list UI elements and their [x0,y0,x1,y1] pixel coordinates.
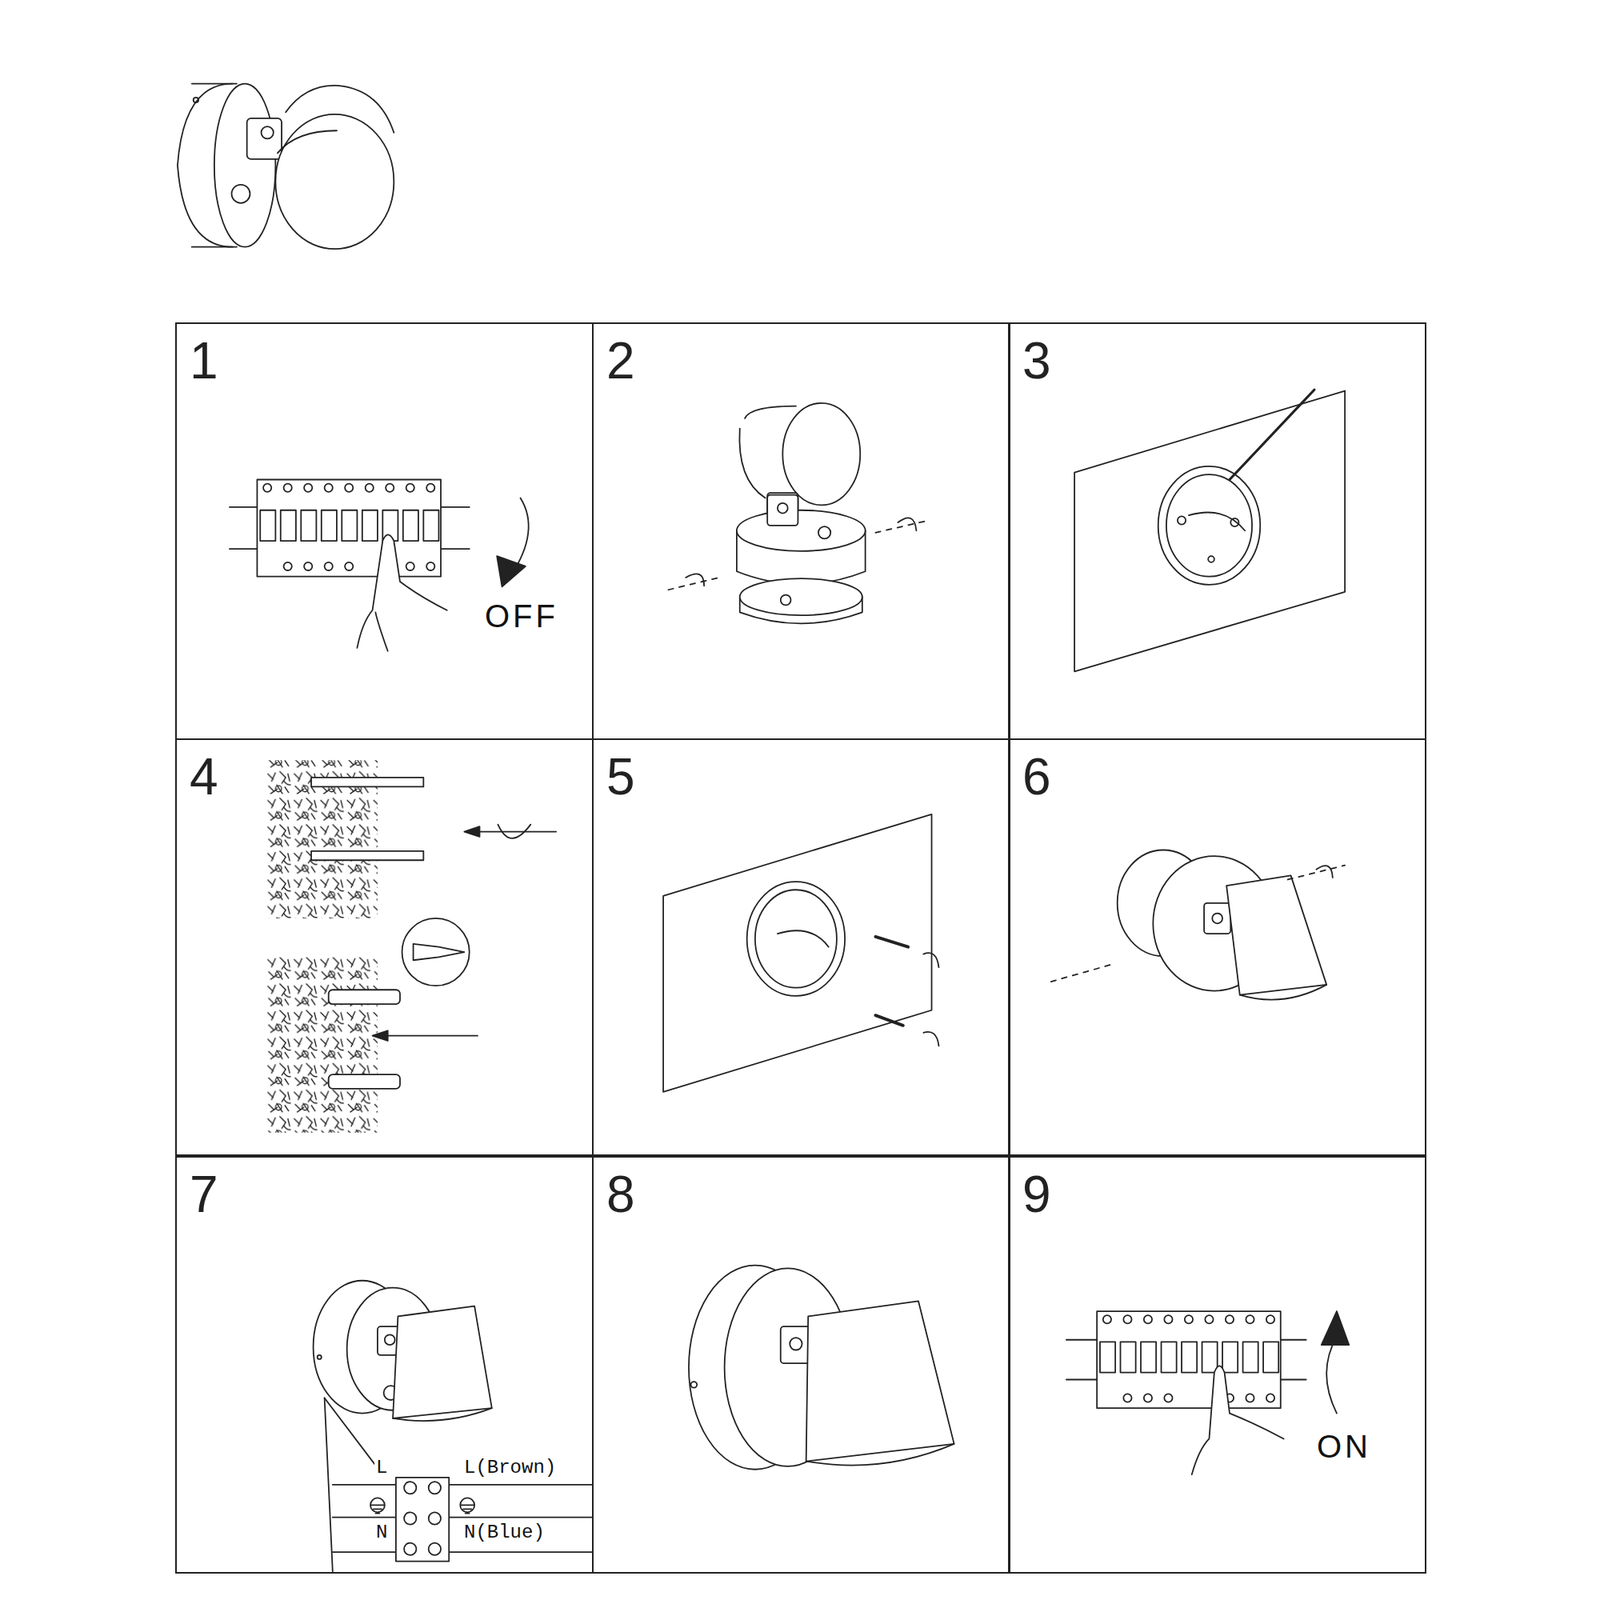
wire-label: N(Blue) [462,1522,547,1544]
wire-label: L(Brown) [462,1457,558,1479]
lamp-mounted [688,1265,955,1470]
breaker-panel [229,479,529,651]
breaker-panel [1066,1311,1349,1475]
step-number: 1 [189,335,219,387]
terminal-label: L [374,1457,389,1479]
step-number: 5 [606,751,636,803]
wall-marking [1074,389,1345,672]
switch-state: OFF [484,598,559,634]
step-panel: 4 [175,738,594,1156]
step-number: 8 [606,1168,636,1220]
step-panel: 3 [1008,322,1427,740]
step-number: 2 [606,335,636,387]
product-view [177,84,394,250]
drilling [267,760,556,1133]
lamp-attach [1051,850,1345,1000]
lamp-exploded [668,403,928,624]
step-number: 3 [1022,335,1052,387]
wall-fixing [663,814,939,1092]
step-panel: 9 [1008,1156,1427,1574]
step-panel: 5 [592,738,1011,1156]
terminal-label: N [374,1522,389,1544]
step-number: 6 [1022,751,1052,803]
step-number: 4 [189,751,219,803]
step-panel: 7 [175,1156,594,1574]
lamp-wiring [313,1280,592,1572]
switch-state: ON [1316,1428,1372,1464]
step-panel: 6 [1008,738,1427,1156]
step-panel: 1 [175,322,594,740]
step-number: 9 [1022,1168,1052,1220]
step-panel: 2 [592,322,1011,740]
step-number: 7 [189,1168,219,1220]
step-panel: 8 [592,1156,1011,1574]
